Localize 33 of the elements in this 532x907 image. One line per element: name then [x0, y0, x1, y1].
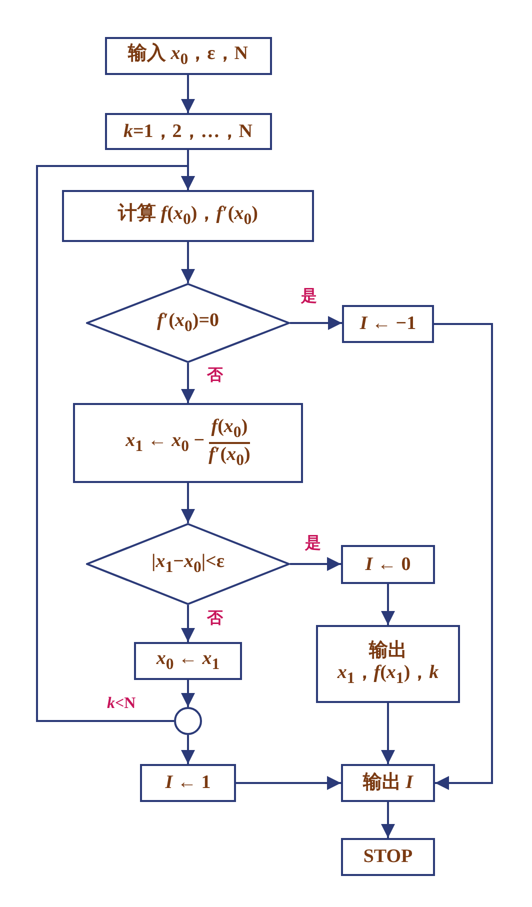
junction-circle	[174, 707, 202, 735]
process-box: I ← 0	[341, 545, 435, 584]
arrow	[290, 316, 342, 330]
arrow	[381, 584, 395, 625]
process-box: x$_{0}$ ← x$_{1}$	[134, 642, 242, 680]
terminal-box: STOP	[341, 838, 435, 876]
arrow	[381, 703, 395, 764]
process-box: 输出 I	[341, 764, 435, 802]
process-box: x$_{1}$ ← x$_{0}$ − f(x$_{0}$) f′(x$_{0}$)	[73, 403, 303, 483]
edge-label: 否	[206, 367, 224, 385]
process-box: I ← 1	[140, 764, 236, 802]
arrow	[181, 735, 195, 764]
process-box: k=1，2，…，N	[104, 113, 272, 150]
arrow	[434, 323, 493, 790]
arrow	[381, 802, 395, 838]
arrow	[181, 363, 195, 403]
process-box: 计算 f(x$_{0}$)，f′(x$_{0}$)	[62, 190, 314, 242]
decision-diamond: |x$_{1}$−x$_{0}$|<ε	[86, 523, 290, 605]
arrow	[181, 605, 195, 642]
arrow	[181, 680, 195, 707]
arrow	[236, 776, 341, 790]
process-box: 输出 x$_{1}$，f(x$_{1}$)，k	[316, 625, 460, 703]
arrow	[181, 242, 195, 283]
arrow	[181, 75, 195, 113]
arrow	[290, 557, 341, 571]
arrow	[36, 165, 195, 722]
process-box: I ← −1	[342, 305, 434, 343]
decision-diamond: f′(x$_{0}$)=0	[86, 283, 290, 363]
edge-label: 否	[206, 610, 224, 628]
process-box: 输入 x$_{0}$，ε，N	[104, 37, 272, 75]
edge-label: 是	[304, 535, 322, 553]
arrow	[181, 483, 195, 523]
edge-label: 是	[300, 288, 318, 306]
